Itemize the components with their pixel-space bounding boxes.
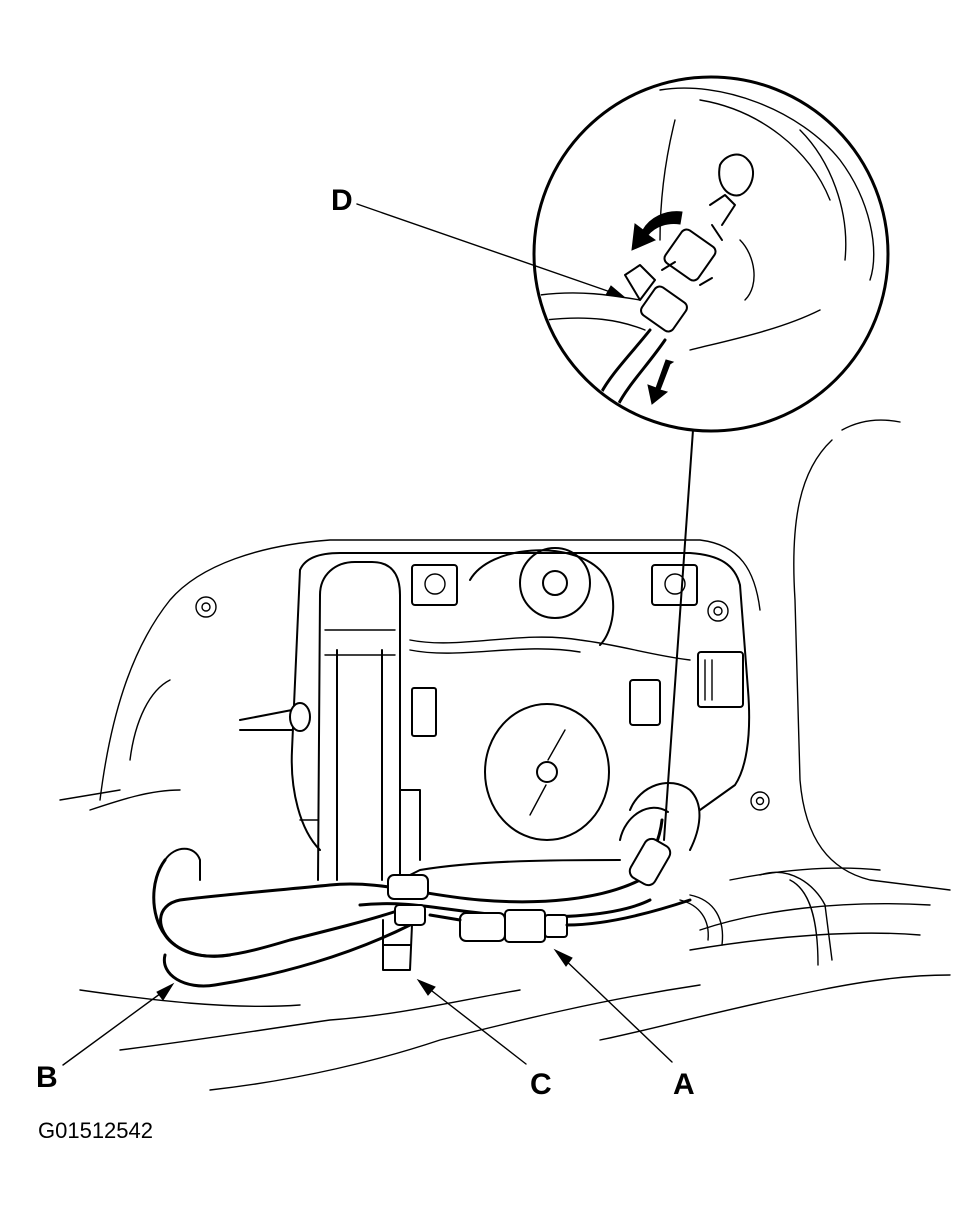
callout-label-d: D bbox=[331, 184, 353, 217]
pump-assembly bbox=[239, 547, 751, 881]
vehicle-body-outline bbox=[59, 419, 951, 1091]
callout-label-b: B bbox=[36, 1061, 58, 1094]
figure-id: G01512542 bbox=[38, 1118, 153, 1143]
callout-label-c: C bbox=[530, 1068, 552, 1101]
callout-leaders bbox=[62, 948, 673, 1066]
detail-bubble bbox=[356, 75, 890, 433]
detail-leader-line bbox=[663, 429, 694, 841]
wire-harness bbox=[152, 818, 724, 988]
callout-label-a: A bbox=[673, 1068, 695, 1101]
